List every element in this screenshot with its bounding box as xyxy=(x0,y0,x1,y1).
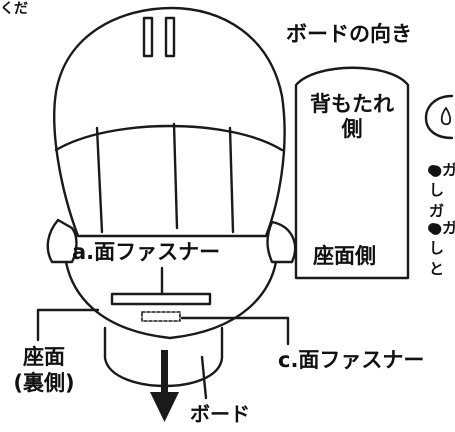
seam-left xyxy=(95,126,104,234)
note-icon-mark xyxy=(440,107,452,126)
seat-shell-outline xyxy=(53,6,286,238)
orientation-board-outline xyxy=(294,66,410,280)
top-slot-left xyxy=(142,16,154,58)
board-leader xyxy=(200,355,208,400)
top-slot-right xyxy=(164,16,176,58)
seam-center-left xyxy=(172,122,179,230)
fastener-c-leader xyxy=(180,316,290,346)
fastener-c-strip xyxy=(141,311,181,322)
fastener-a-strip xyxy=(110,292,212,306)
bullet-dot-2 xyxy=(428,223,438,233)
top-left-fragment: くだ xyxy=(0,1,28,17)
right-fragment-2: ●ガ し と xyxy=(429,219,455,278)
seat-cushion xyxy=(64,260,278,340)
arrow-down-icon xyxy=(150,350,179,422)
seat-side-label: 座面側 xyxy=(313,244,376,268)
fastener-c-label: c.面ファスナー xyxy=(278,348,425,372)
bullet-dot-1 xyxy=(428,165,438,175)
seat-back-leader xyxy=(36,308,100,342)
backrest-edge xyxy=(54,124,284,152)
side-wing-right xyxy=(266,220,297,264)
fastener-a-label: a.面ファスナー xyxy=(72,240,221,264)
seam-right xyxy=(228,126,235,234)
side-wing-left xyxy=(46,218,78,264)
seat-back-label: 座面 (裏側) xyxy=(13,345,75,396)
right-fragment-1: ●ガ し ガ xyxy=(429,161,455,220)
note-icon xyxy=(424,94,454,140)
board-orientation-title: ボードの向き xyxy=(286,22,412,46)
backrest-side-label: 背もたれ 側 xyxy=(310,92,394,142)
board-label: ボード xyxy=(190,402,250,426)
